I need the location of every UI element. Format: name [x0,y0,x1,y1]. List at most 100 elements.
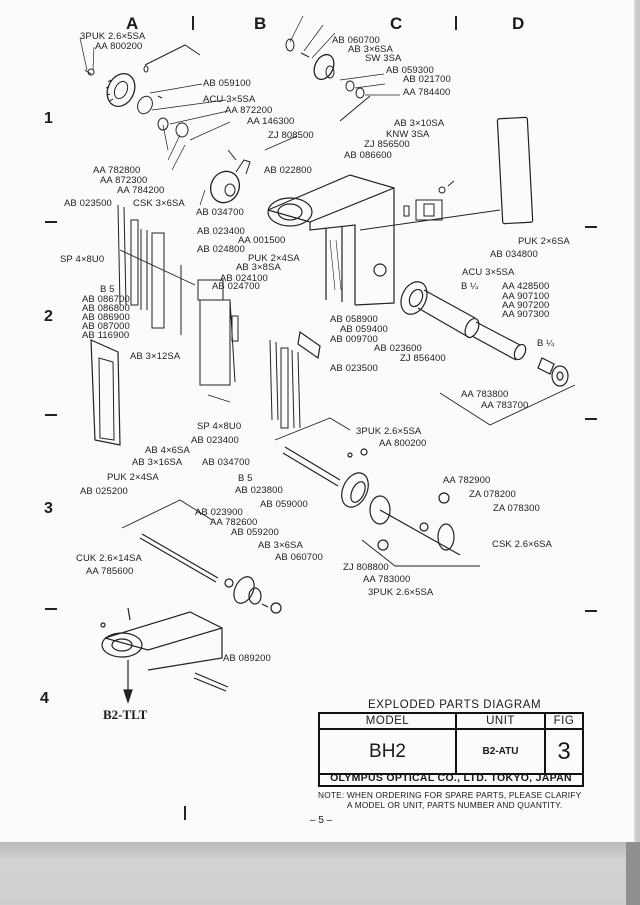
row-divider [585,226,597,228]
part-label: AA 784400 [403,87,451,98]
part-label: AA 784200 [117,185,165,196]
part-label: AB 021700 [403,74,451,85]
part-label: B ¼ [461,281,479,292]
part-label: AB 060700 [332,35,380,46]
title-block-table: MODEL UNIT FIG BH2 B2-ATU 3 [318,712,584,775]
part-label: AB 059300 [386,65,434,76]
scanned-page [0,0,636,842]
part-label: AA 783800 [461,389,509,400]
part-label: AB 086900 [82,312,130,323]
part-label: AB 059000 [260,499,308,510]
row-divider [585,610,597,612]
part-label: SP 4×8U0 [60,254,105,265]
part-label: B ¼ [537,338,555,349]
part-label: AB 022800 [264,165,312,176]
part-label: B 5 [238,473,253,484]
part-label: AA 907300 [502,309,550,320]
model-value: BH2 [369,741,406,762]
part-label: AB 059200 [231,527,279,538]
part-label: ZJ 808800 [343,562,389,573]
part-label: AB 024800 [197,244,245,255]
row-divider [45,608,57,610]
part-label: AB 116900 [82,330,130,341]
part-label: AA 872300 [100,175,148,186]
part-label: AA 785600 [86,566,134,577]
part-label: AA 783000 [363,574,411,585]
part-label: 3PUK 2.6×5SA [356,426,422,437]
row-divider [585,418,597,420]
lower-shaft-drawing [139,533,282,614]
part-label: AB 058900 [330,314,378,325]
unit-value: B2-ATU [482,746,519,757]
part-label: AB 3×12SA [130,351,181,362]
part-label: AA 782800 [93,165,141,176]
part-label: CSK 3×6SA [133,198,185,209]
part-label: KNW 3SA [386,129,430,140]
part-label: AA 907200 [502,300,550,311]
part-label: AB 086700 [82,294,130,305]
part-label: ZJ 808500 [268,130,314,141]
part-label: AB 059400 [340,324,388,335]
part-label: AB 089200 [223,653,271,664]
part-label: AB 060700 [275,552,323,563]
part-label: AB 023500 [330,363,378,374]
plate-drawing [90,339,121,446]
part-label: AB 034700 [196,207,244,218]
part-label: AA 907100 [502,291,550,302]
part-label: ZJ 856500 [364,139,410,150]
part-label: SW 3SA [365,53,402,64]
part-label: AB 024700 [212,281,260,292]
column-label-c: C [390,14,403,33]
column-divider [455,16,457,30]
header-unit: UNIT [457,714,544,730]
scanner-edge [626,842,640,905]
table-divider [455,714,457,773]
note-line-2: A MODEL OR UNIT, PARTS NUMBER AND QUANTI… [347,800,563,810]
focusing-bracket-drawing [209,149,251,204]
part-label: AB 023500 [64,198,112,209]
part-label: AB 059100 [203,78,251,89]
part-label: AA 146300 [247,116,295,127]
header-fig: FIG [546,714,582,730]
coarse-focus-knob-drawing [84,44,201,138]
fine-focus-knob-drawing [285,38,371,122]
row-divider [45,221,57,223]
part-label: AA 800200 [379,438,427,449]
part-label: 3PUK 2.6×5SA [368,587,434,598]
part-label: AB 024100 [220,273,268,284]
column-label-b: B [254,14,267,33]
main-housing-drawing [267,174,395,306]
part-label: AB 3×8SA [236,262,281,273]
title-block-heading: EXPLODED PARTS DIAGRAM [368,699,542,711]
part-label: CUK 2.6×14SA [76,553,142,564]
part-label: SP 4×8U0 [197,421,242,432]
header-model: MODEL [320,714,455,730]
part-label: PUK 2×6SA [518,236,570,247]
tilt-unit-arrow-label: B2-TLT [103,707,148,722]
drive-shaft-drawing [297,281,569,387]
row-label-4: 4 [40,690,49,707]
part-label: AA 782600 [210,517,258,528]
part-label: ZJ 856400 [400,353,446,364]
part-label: AB 023800 [235,485,283,496]
part-label: AA 800200 [95,41,143,52]
leader-lines [79,15,400,206]
part-label: PUK 2×4SA [248,253,300,264]
guide-rails-drawing [117,204,239,386]
part-label: AB 4×6SA [145,445,190,456]
part-label: AB 087000 [82,321,130,332]
column-label-a: A [126,14,139,33]
part-label: B 5 [100,284,115,295]
part-label: CSK 2.6×6SA [492,539,552,550]
part-label: AB 086800 [82,303,130,314]
note-line-1: NOTE: WHEN ORDERING FOR SPARE PARTS, PLE… [318,790,582,800]
part-label: AB 3×6SA [348,44,393,55]
part-label: AA 782900 [443,475,491,486]
row-label-2: 2 [44,308,53,325]
gear-shaft-drawing [282,446,461,556]
column-label-d: D [512,14,525,33]
part-label: PUK 2×4SA [107,472,159,483]
part-label: AB 034800 [490,249,538,260]
part-label: AB 023600 [374,343,422,354]
